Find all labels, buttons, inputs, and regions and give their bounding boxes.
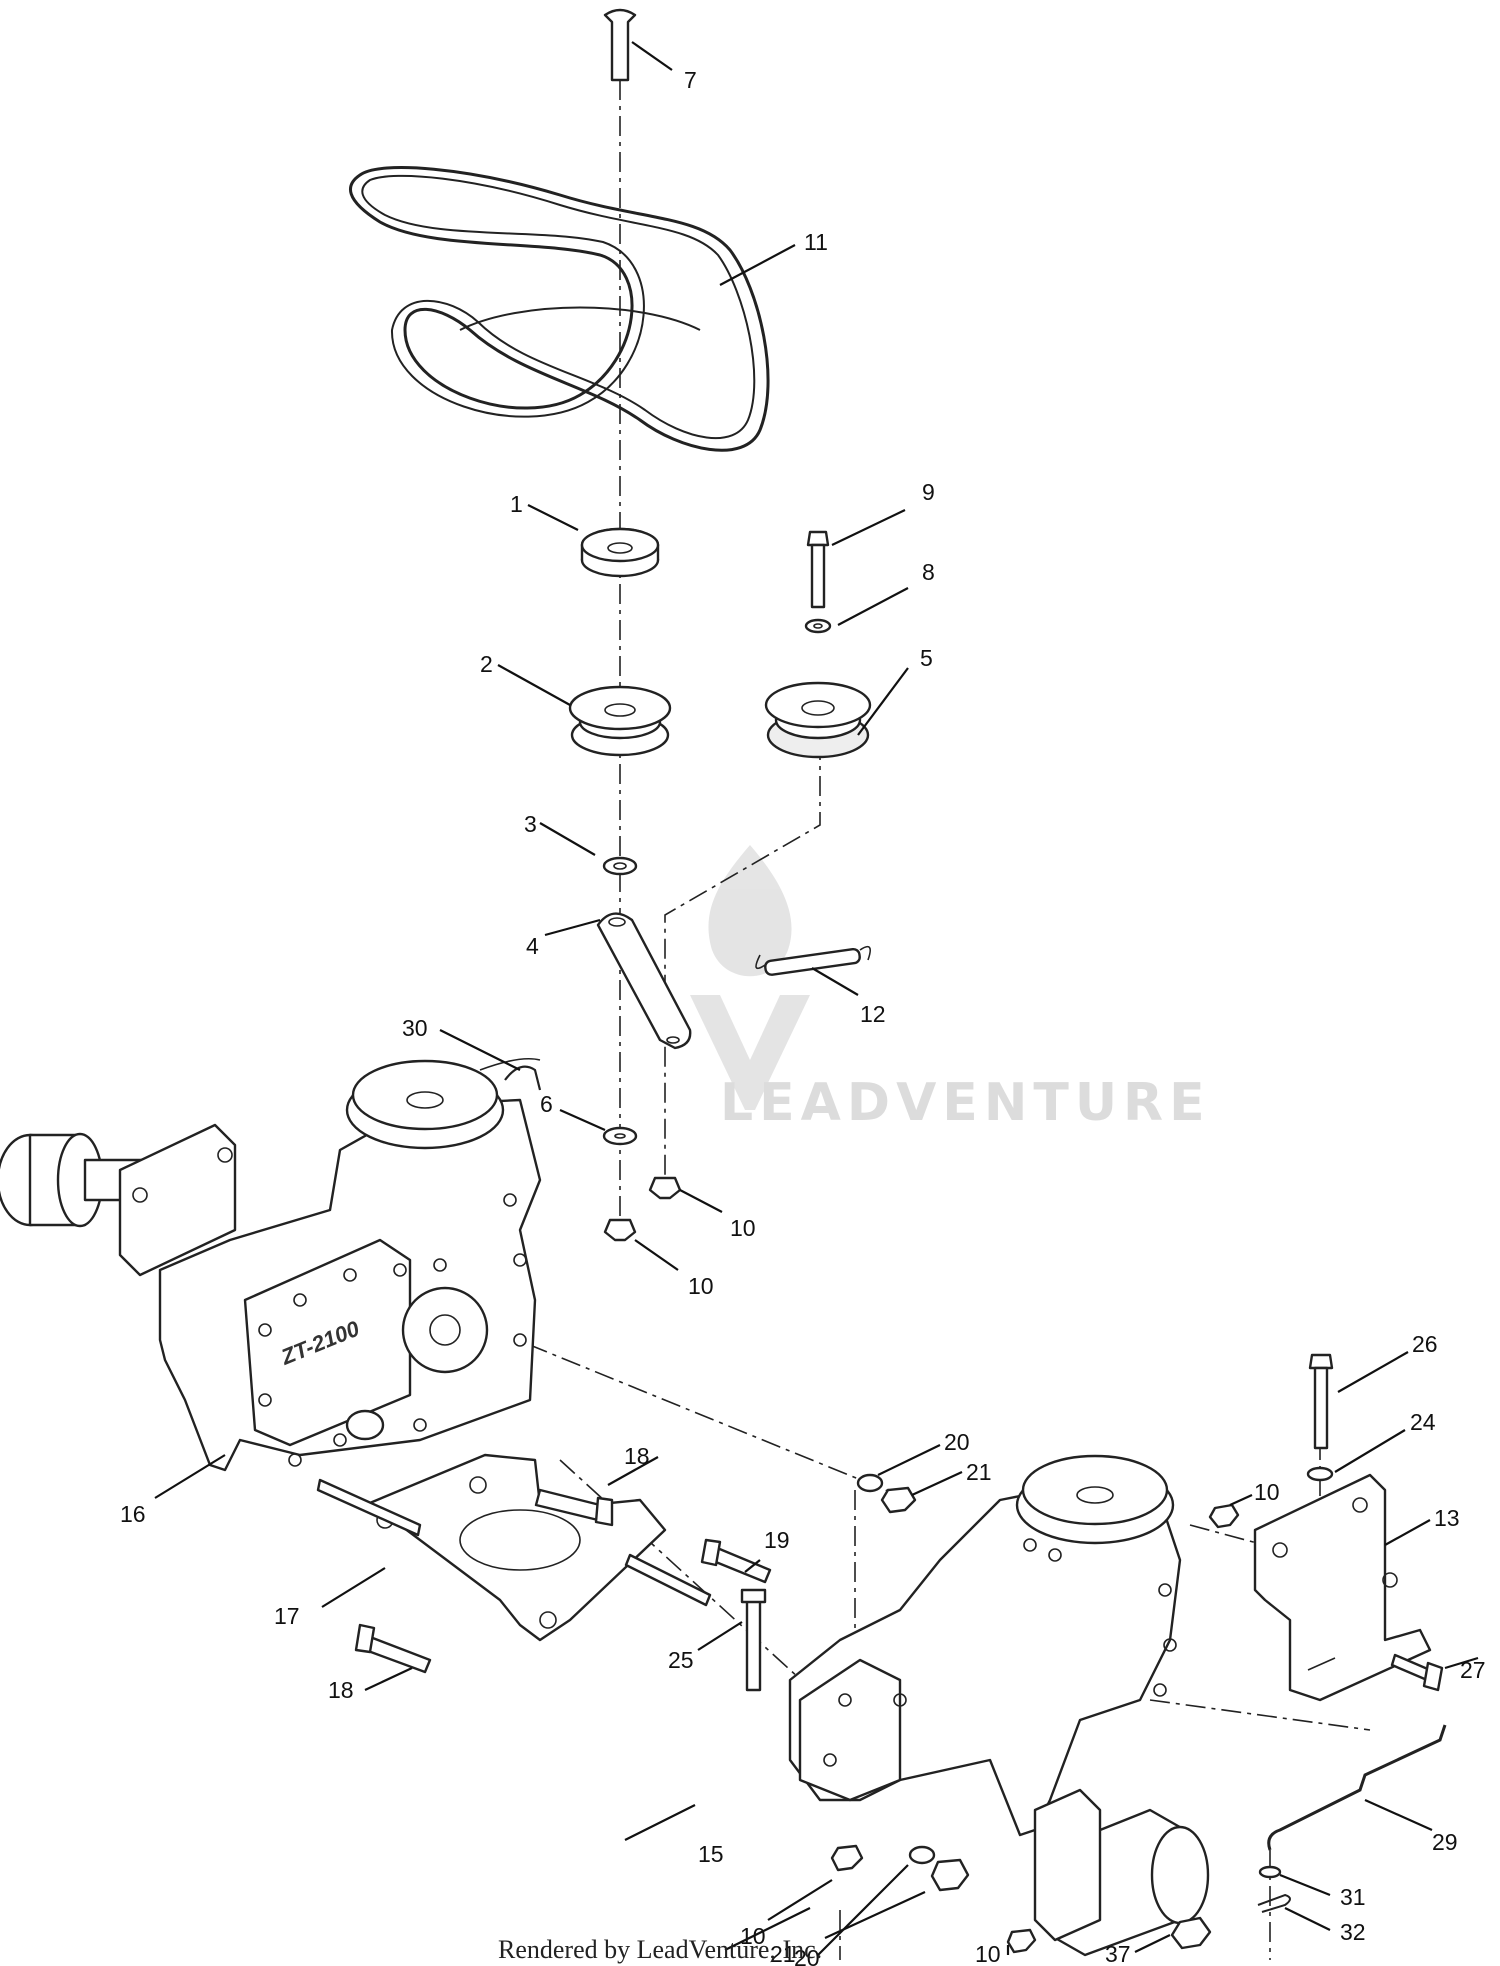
callout-8: 8 (922, 559, 935, 585)
part-19-bolt (700, 1538, 772, 1584)
watermark-v-icon (690, 995, 810, 1110)
callout-3: 3 (524, 811, 537, 837)
callout-30: 30 (402, 1015, 428, 1041)
part-15-right-transmission (788, 1454, 1210, 1957)
part-10-nut-right (1208, 1503, 1240, 1529)
part-1-idler-pulley (580, 527, 660, 578)
part-17-mount-bracket (316, 1453, 712, 1642)
callout-27: 27 (1460, 1657, 1486, 1683)
callout-4: 4 (526, 933, 539, 959)
left-transmission-bolts (258, 1193, 527, 1467)
part-2-v-pulley (568, 685, 672, 757)
part-37-nut (1170, 1916, 1212, 1950)
callout-25: 25 (668, 1647, 694, 1673)
part-24-washer (1306, 1466, 1334, 1482)
part-21-nut-upper (880, 1486, 917, 1514)
part-5-idler-pulley (764, 681, 872, 759)
part-30-clip (504, 1065, 542, 1091)
callout-5: 5 (920, 645, 933, 671)
callout-21-upper: 21 (966, 1459, 992, 1485)
callout-9: 9 (922, 479, 935, 505)
part-25-bolt (740, 1588, 767, 1692)
callout-10-lower-b: 10 (975, 1941, 1001, 1966)
callout-15: 15 (698, 1841, 724, 1867)
part-21-nut-lower (930, 1858, 970, 1892)
callout-19: 19 (764, 1527, 790, 1553)
callout-2: 2 (480, 651, 493, 677)
leadventure-watermark: LEADVENTURE (690, 845, 1211, 1133)
callout-7: 7 (684, 67, 697, 93)
part-26-bolt (1308, 1353, 1334, 1450)
part-20-washer-upper (856, 1473, 884, 1493)
callout-17: 17 (274, 1603, 300, 1629)
right-transmission-bolts (823, 1538, 1177, 1767)
callout-10-right: 10 (1254, 1479, 1280, 1505)
callout-26: 26 (1412, 1331, 1438, 1357)
part-3-spacer (602, 856, 638, 876)
part-18-bolt-upper (534, 1488, 614, 1527)
callout-10-upper-a: 10 (730, 1215, 756, 1241)
callout-1: 1 (510, 491, 523, 517)
callout-leaders (154, 41, 1479, 1956)
part-9-bolt (806, 530, 830, 609)
part-32-hairpin (1257, 1893, 1291, 1913)
part-10-nut-lower-a (830, 1844, 864, 1872)
part-10-nut-lower-b (1006, 1928, 1037, 1954)
callout-10-upper-b: 10 (688, 1273, 714, 1299)
callout-20-upper: 20 (944, 1429, 970, 1455)
part-27-bolt (1390, 1653, 1444, 1692)
footer-credit: Rendered by LeadVenture, Inc. (498, 1935, 822, 1964)
callout-31: 31 (1340, 1884, 1366, 1910)
callout-32: 32 (1340, 1919, 1366, 1945)
callout-20-lower: 20 (794, 1945, 820, 1966)
callout-18-upper: 18 (624, 1443, 650, 1469)
callout-10-lower-a: 10 (740, 1923, 766, 1949)
part-18-bolt-lower (354, 1623, 432, 1674)
callout-11: 11 (804, 229, 828, 255)
callout-6: 6 (540, 1091, 553, 1117)
callout-13: 13 (1434, 1505, 1460, 1531)
part-7-pin (603, 8, 637, 82)
callout-12: 12 (860, 1001, 886, 1027)
callout-29: 29 (1432, 1829, 1458, 1855)
part-13-bracket (1253, 1473, 1432, 1702)
callout-37: 37 (1105, 1941, 1131, 1966)
callout-18-lower: 18 (328, 1677, 354, 1703)
part-16-left-transmission: ZT-2100 (0, 1057, 542, 1472)
part-31-washer (1258, 1865, 1282, 1879)
part-20-washer-lower (908, 1845, 936, 1865)
callout-21-lower: 21 (770, 1941, 796, 1966)
part-10-nut-upper (603, 1176, 682, 1242)
callout-24: 24 (1410, 1409, 1436, 1435)
part-4-idler-arm (596, 912, 692, 1050)
part-29-rod (1267, 1724, 1447, 1851)
part-8-washer (804, 618, 832, 634)
callout-labels: 7 11 1 2 9 8 5 3 4 12 30 6 10 10 16 18 1… (120, 67, 1486, 1966)
watermark-text: LEADVENTURE (720, 1073, 1211, 1133)
part-11-belt (349, 166, 770, 452)
watermark-flame-icon (708, 845, 792, 977)
part-6-washer (602, 1126, 638, 1146)
callout-16: 16 (120, 1501, 146, 1527)
